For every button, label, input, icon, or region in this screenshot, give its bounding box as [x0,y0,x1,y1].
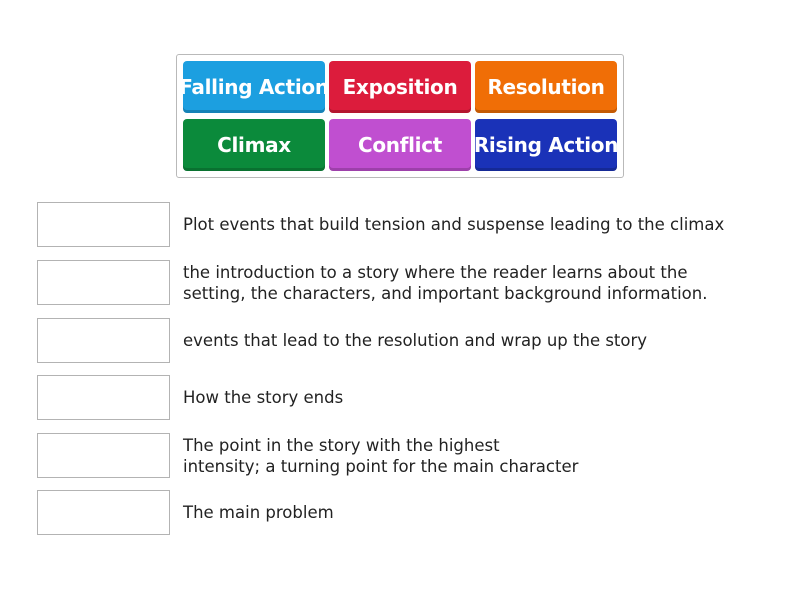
drop-box-6[interactable] [37,490,170,535]
tile-conflict[interactable]: Conflict [329,119,471,171]
tile-rising-action[interactable]: Rising Action [474,119,618,171]
definition-text-1: Plot events that build tension and suspe… [183,215,725,234]
drop-box-5[interactable] [37,433,170,478]
drop-box-1[interactable] [37,202,170,247]
definition-text-4: How the story ends [183,388,344,407]
tile-resolution[interactable]: Resolution [475,61,617,113]
match-row-5: The point in the story with the highest … [37,433,757,478]
match-row-4: How the story ends [37,375,757,420]
drop-box-3[interactable] [37,318,170,363]
match-row-2: the introduction to a story where the re… [37,260,757,305]
match-row-3: events that lead to the resolution and w… [37,318,757,363]
definition-text-3: events that lead to the resolution and w… [183,331,648,350]
tile-climax[interactable]: Climax [183,119,325,171]
tile-exposition[interactable]: Exposition [329,61,471,113]
match-row-1: Plot events that build tension and suspe… [37,202,757,247]
definition-text-6: The main problem [183,503,334,522]
tile-falling-action[interactable]: Falling Action [179,61,329,113]
match-row-6: The main problem [37,490,757,535]
drop-box-4[interactable] [37,375,170,420]
definition-text-2: the introduction to a story where the re… [183,262,708,303]
definition-text-5: The point in the story with the highest … [183,435,579,476]
drop-box-2[interactable] [37,260,170,305]
tile-bank: Falling Action Exposition Resolution Cli… [176,54,624,178]
